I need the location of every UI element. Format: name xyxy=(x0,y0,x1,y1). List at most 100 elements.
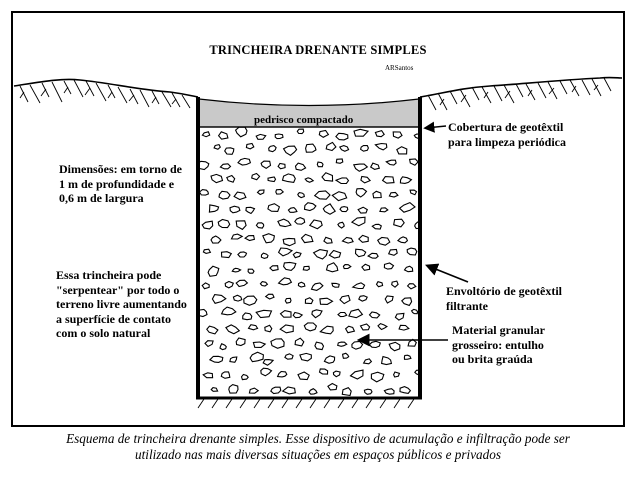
aggregate-stone xyxy=(297,281,306,288)
aggregate-stone xyxy=(228,383,239,394)
caption-line: utilizado nas mais diversas situações em… xyxy=(135,447,501,462)
aggregate-stone xyxy=(339,294,351,305)
aggregate-stone xyxy=(235,220,247,231)
aggregate-stone xyxy=(360,175,372,184)
aggregate-stone xyxy=(279,324,294,334)
aggregate-stone xyxy=(225,324,241,335)
aggregate-stone xyxy=(260,367,273,377)
aggregate-stone xyxy=(341,352,350,359)
aggregate-stone xyxy=(316,161,324,168)
author-credit: ARSantos xyxy=(385,64,414,72)
ground-surface-left xyxy=(13,78,199,98)
geotextile-cover-label: Cobertura de geotêxtil para limpeza peri… xyxy=(448,120,566,149)
ground-hatch-left xyxy=(19,79,191,109)
aggregate-stone xyxy=(313,190,331,200)
aggregate-stone xyxy=(297,371,310,381)
aggregate-stone xyxy=(255,222,265,229)
figure-caption: Esquema de trincheira drenante simples. … xyxy=(0,431,636,463)
aggregate-stone xyxy=(304,177,315,183)
aggregate-stone xyxy=(303,202,317,212)
aggregate-stone xyxy=(211,294,227,304)
aggregate-stone xyxy=(284,297,292,304)
aggregate-stone xyxy=(294,337,305,347)
aggregate-stone xyxy=(352,163,369,172)
aggregate-stone xyxy=(201,282,210,290)
top-layer-label: pedrisco compactado xyxy=(254,114,354,126)
aggregate-stone xyxy=(279,310,292,318)
aggregate-stone xyxy=(305,143,317,153)
aggregate-stone xyxy=(368,340,381,349)
aggregate-stone xyxy=(371,223,382,230)
aggregate-stone xyxy=(376,236,391,246)
aggregate-stone xyxy=(247,268,255,274)
aggregate-stone xyxy=(210,387,219,392)
aggregate-stone xyxy=(357,206,368,214)
aggregate-stone xyxy=(199,308,208,318)
aggregate-stone xyxy=(248,387,260,394)
geotextile-wrap-line: filtrante xyxy=(446,298,488,313)
aggregate-stone xyxy=(321,172,334,182)
aggregate-stone xyxy=(199,189,210,196)
aggregate-stone xyxy=(312,249,329,260)
aggregate-stone xyxy=(406,247,418,256)
aggregate-stone xyxy=(233,191,247,201)
dimensions-note: Dimensões: em torno de 1 m de profundida… xyxy=(59,162,182,206)
aggregate-stone xyxy=(297,192,305,199)
aggregate-stone xyxy=(325,262,339,273)
aggregate-stone xyxy=(255,309,273,319)
aggregate-stone xyxy=(220,371,231,379)
arrow-geotextile-wrap xyxy=(425,263,469,283)
aggregate-stone xyxy=(391,280,399,288)
aggregate-stone xyxy=(323,236,333,244)
aggregate-stone xyxy=(338,145,350,152)
aggregate-stone xyxy=(299,352,312,362)
aggregate-stone xyxy=(245,142,255,150)
aggregate-stone xyxy=(270,386,282,395)
aggregate-stone xyxy=(260,160,272,169)
aggregate-stone xyxy=(277,218,292,228)
aggregate-stone xyxy=(235,279,249,288)
aggregate-stone xyxy=(339,206,349,213)
aggregate-stone xyxy=(318,368,329,375)
aggregate-stone xyxy=(388,191,399,198)
aggregate-stone xyxy=(308,219,323,230)
aggregate-stone xyxy=(357,234,369,243)
aggregate-stone xyxy=(363,388,373,395)
serpentine-line: com o solo natural xyxy=(56,326,151,340)
aggregate-stone xyxy=(385,159,397,166)
aggregate-stone xyxy=(328,249,342,259)
aggregate-stone xyxy=(354,248,367,258)
aggregate-stone xyxy=(243,295,258,306)
aggregate-stone xyxy=(242,312,253,321)
aggregate-stone xyxy=(226,174,236,183)
fill-material-label: Material granular grosseiro: entulho ou … xyxy=(452,323,545,367)
aggregate-stone xyxy=(331,282,340,288)
aggregate-stone xyxy=(277,162,286,170)
aggregate-stone xyxy=(342,264,352,270)
aggregate-stone xyxy=(247,324,259,331)
aggregate-stone xyxy=(394,312,405,321)
aggregate-stone xyxy=(268,145,277,153)
ground-surface-right xyxy=(419,76,623,98)
aggregate-stone xyxy=(208,355,224,363)
aggregate-stone xyxy=(229,356,238,363)
aggregate-stone xyxy=(393,218,405,228)
aggregate-stone xyxy=(359,323,371,331)
aggregate-stone xyxy=(204,340,214,348)
aggregate-stone xyxy=(370,371,385,383)
serpentine-note: Essa trincheira pode "serpentear" por to… xyxy=(56,268,187,341)
aggregate-stone xyxy=(401,297,413,307)
aggregate-stone xyxy=(224,280,235,289)
aggregate-stone xyxy=(294,217,306,225)
aggregate-fill xyxy=(199,127,419,397)
aggregate-stone xyxy=(230,233,244,240)
aggregate-stone xyxy=(348,308,364,319)
aggregate-stone xyxy=(362,358,373,365)
aggregate-stone xyxy=(296,128,305,135)
aggregate-stone xyxy=(229,205,241,214)
aggregate-stone xyxy=(245,206,256,215)
aggregate-stone xyxy=(387,248,398,256)
aggregate-stone xyxy=(398,201,416,213)
aggregate-stone xyxy=(218,190,231,200)
